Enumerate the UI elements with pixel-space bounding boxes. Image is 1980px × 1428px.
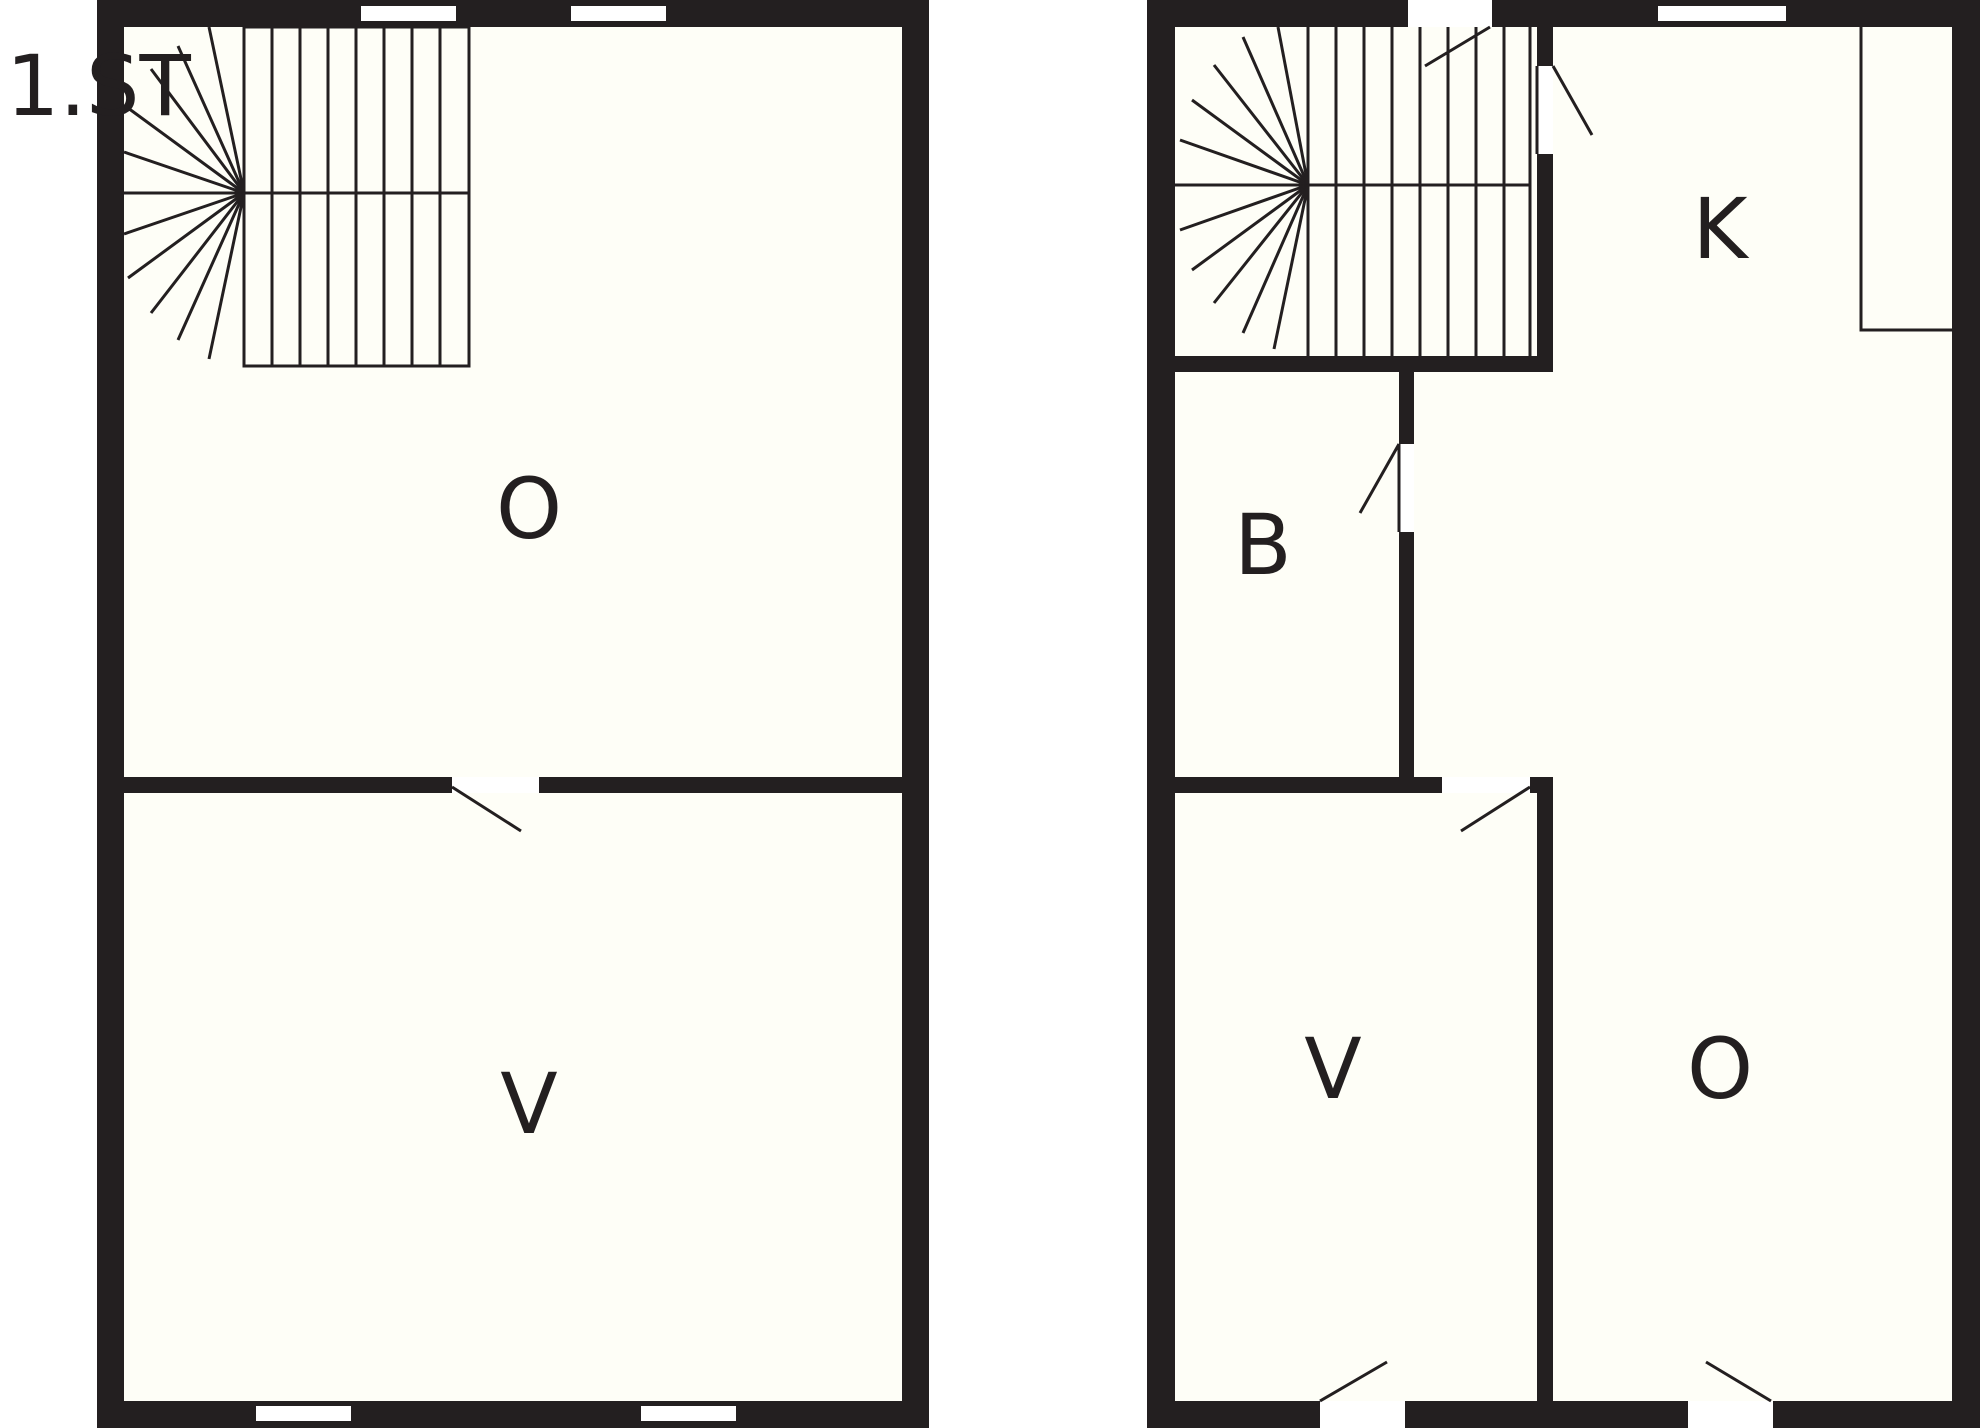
bath-right-wall [1399, 372, 1414, 792]
right-bottom-door-opening-1 [1320, 1401, 1405, 1428]
left-floor-plan: O V [97, 0, 929, 1428]
right-room-label-lower-right: O [1687, 1020, 1753, 1118]
left-bottom-window-2 [641, 1406, 736, 1421]
right-floor [1175, 27, 1952, 1401]
right-bottom-door-opening-2 [1688, 1401, 1773, 1428]
right-bottom-door-swing-1 [1319, 1360, 1388, 1403]
left-room-label-lower: V [500, 1055, 557, 1153]
right-lower-partition-door-swing [1460, 785, 1531, 833]
right-room-label-lower-left: V [1304, 1020, 1361, 1118]
right-lower-partition-door-opening [1442, 777, 1530, 793]
left-partition-door-swing [451, 785, 522, 833]
left-top-window-1 [361, 6, 456, 21]
right-staircase [1175, 26, 1532, 356]
right-vertical-partition-wall [1537, 777, 1553, 1401]
stair-right-door-swing [1551, 65, 1594, 136]
stair-bottom-wall [1175, 356, 1553, 372]
left-top-window-2 [571, 6, 666, 21]
stair-right-door-opening [1537, 66, 1553, 154]
left-partition-door-opening [452, 777, 539, 793]
floor-label: 1.ST [6, 37, 191, 135]
left-bottom-window-1 [256, 1406, 351, 1421]
right-floor-plan: K B V O [1147, 0, 1980, 1428]
right-room-label-kitchen: K [1692, 180, 1749, 278]
right-top-door-swing [1424, 25, 1491, 68]
bath-door-swing [1358, 443, 1401, 514]
left-staircase [123, 25, 471, 368]
bath-door-opening [1399, 444, 1414, 532]
right-bottom-door-swing-2 [1705, 1360, 1772, 1403]
left-floor [124, 27, 902, 1401]
right-room-label-bath: B [1234, 496, 1292, 594]
right-top-window [1658, 6, 1786, 21]
kitchen-counter [1859, 27, 1952, 332]
right-top-opening [1408, 0, 1492, 27]
left-room-label-upper: O [496, 460, 562, 558]
